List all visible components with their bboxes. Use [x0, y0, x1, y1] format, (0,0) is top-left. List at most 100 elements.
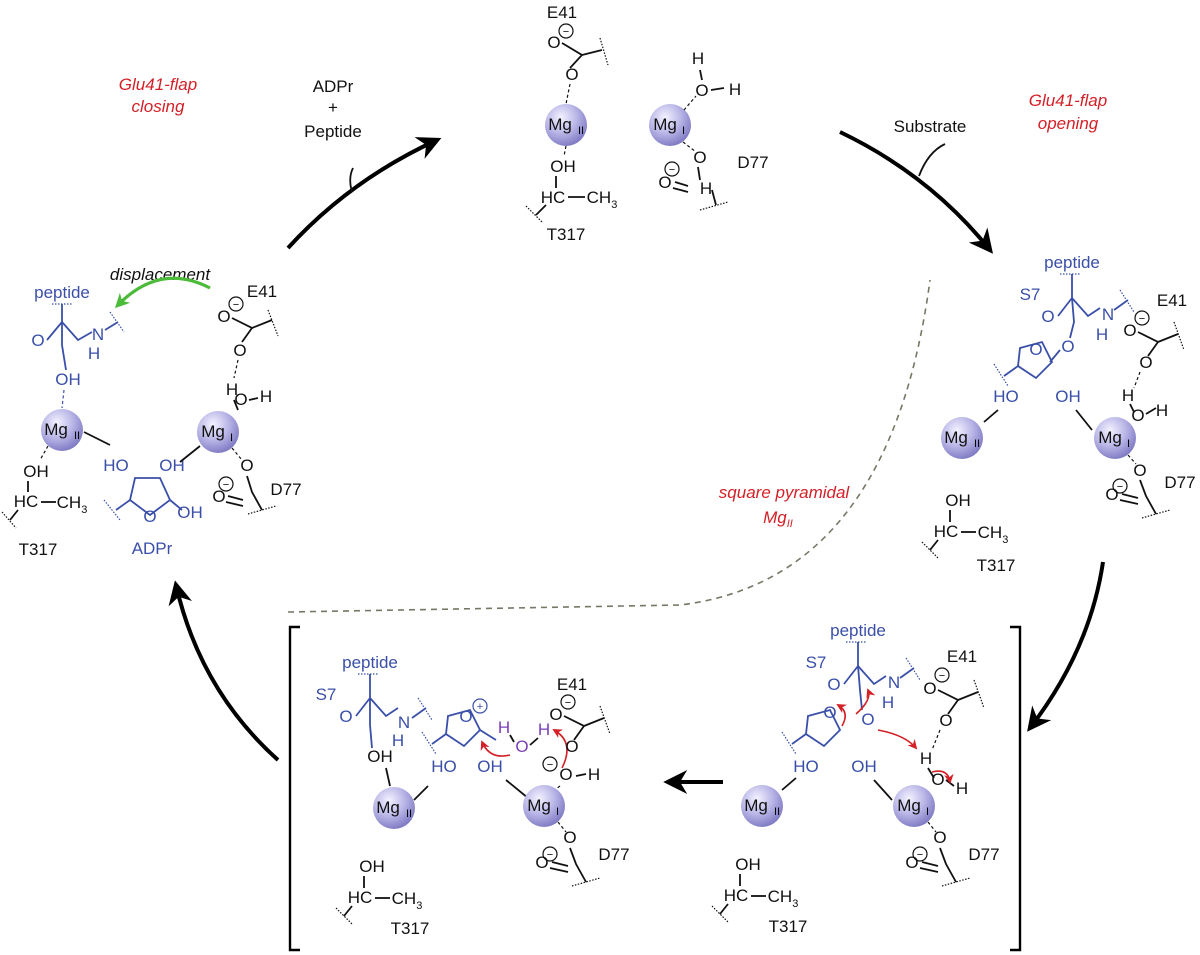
substrate-binding-hook [918, 143, 946, 177]
svg-text:O: O [939, 711, 952, 730]
products-label: ADPr [313, 77, 354, 96]
svg-text:H: H [729, 80, 741, 99]
product-release-hook [349, 167, 354, 193]
svg-text:OH: OH [55, 370, 81, 389]
svg-text:−: − [223, 479, 229, 491]
svg-text:H: H [1122, 386, 1134, 405]
svg-text:HC: HC [14, 492, 39, 511]
svg-text:I: I [682, 125, 685, 137]
svg-text:Mg: Mg [376, 798, 400, 817]
svg-text:OH: OH [23, 462, 49, 481]
attack-complex-structure: peptide S7 E41 O N H O O HO OH Mg II − O… [711, 621, 1000, 936]
flap-opening-label-2: opening [1038, 114, 1099, 133]
br-mg1-sphere [893, 785, 935, 827]
left-bracket [288, 625, 300, 952]
svg-text:HO: HO [103, 456, 129, 475]
svg-text:O: O [823, 703, 836, 722]
right-d77: D77 [1164, 473, 1195, 492]
bl-cation-charge [472, 698, 488, 714]
svg-text:HC: HC [724, 886, 749, 905]
oxocarbenium-intermediate-structure: peptide S7 O N H OH O + HO OH H O H Mg I… [316, 653, 630, 938]
svg-text:I: I [926, 806, 929, 818]
svg-text:HO: HO [793, 757, 819, 776]
svg-text:O: O [535, 853, 548, 872]
svg-text:O: O [1131, 406, 1144, 425]
svg-text:H: H [692, 49, 704, 68]
top-mg2-sphere [545, 104, 587, 146]
svg-text:I: I [230, 432, 233, 444]
svg-text:O: O [339, 707, 352, 726]
svg-text:H: H [956, 779, 968, 798]
top-t317: T317 [547, 225, 586, 244]
svg-text:O: O [1041, 307, 1054, 326]
square-pyramidal-label: square pyramidal [719, 483, 851, 502]
svg-text:O: O [1029, 340, 1042, 359]
svg-text:HC: HC [934, 522, 959, 541]
left-d77: D77 [270, 480, 301, 499]
svg-text:CH3: CH3 [768, 887, 799, 910]
svg-text:I: I [1127, 438, 1130, 450]
svg-text:OH: OH [477, 757, 503, 776]
arrow-left-up [168, 580, 280, 762]
svg-text:O: O [234, 390, 247, 409]
svg-text:O: O [695, 81, 708, 100]
svg-text:OH: OH [550, 157, 576, 176]
svg-text:O: O [658, 173, 671, 192]
bl-mg2-sphere [373, 787, 415, 829]
right-mg1-sphere [1094, 417, 1136, 459]
svg-text:N: N [888, 673, 900, 692]
bl-s7: S7 [316, 685, 337, 704]
svg-text:N: N [92, 325, 104, 344]
svg-text:OH: OH [1055, 387, 1081, 406]
top-mg1-sphere [649, 104, 691, 146]
arrow-to-top [286, 137, 442, 250]
svg-text:II: II [406, 808, 412, 820]
svg-text:O: O [923, 679, 936, 698]
svg-text:O: O [549, 705, 562, 724]
resting-state-structure: E41 − O O Mg II OH HC CH3 T317 Mg I O H … [525, 3, 769, 244]
svg-text:−: − [1139, 313, 1145, 325]
svg-text:Mg: Mg [653, 115, 677, 134]
top-e41: E41 [547, 3, 577, 22]
arrow-top-right [839, 130, 993, 254]
right-e41: E41 [1157, 291, 1187, 310]
product-complex-structure: peptide O N H OH Mg II OH HC CH3 T317 HO… [1, 282, 302, 559]
svg-text:II: II [974, 438, 980, 450]
svg-text:N: N [1102, 305, 1114, 324]
svg-text:H: H [700, 179, 712, 198]
bl-mg1-sphere [523, 785, 565, 827]
right-mg2-sphere [941, 417, 983, 459]
svg-text:O: O [1061, 337, 1074, 356]
svg-text:−: − [563, 26, 569, 38]
products-label-2: Peptide [304, 122, 362, 141]
svg-text:OH: OH [851, 757, 877, 776]
svg-text:H: H [1156, 401, 1168, 420]
svg-text:−: − [669, 164, 675, 176]
svg-text:O: O [565, 737, 578, 756]
right-bracket [1010, 625, 1022, 952]
step-annotations: Glu41-flap closing ADPr + Peptide Glu41-… [110, 75, 1107, 530]
svg-text:HC: HC [541, 188, 566, 207]
svg-text:CH3: CH3 [57, 493, 88, 516]
br-s7: S7 [806, 653, 827, 672]
svg-text:Mg: Mg [897, 796, 921, 815]
right-s7: S7 [1020, 285, 1041, 304]
br-peptide-label: peptide [830, 621, 886, 640]
svg-text:−: − [917, 849, 923, 861]
svg-text:−: − [565, 697, 571, 709]
svg-text:O: O [217, 307, 230, 326]
svg-text:CH3: CH3 [392, 889, 423, 912]
br-t317: T317 [769, 917, 808, 936]
substrate-complex-structure: peptide S7 O N H O O HO OH Mg II E41 − O… [921, 253, 1196, 575]
svg-text:I: I [556, 806, 559, 818]
svg-text:O: O [1123, 321, 1136, 340]
svg-text:O: O [1139, 353, 1152, 372]
left-t317: T317 [19, 540, 58, 559]
svg-text:H: H [588, 765, 600, 784]
bl-peptide-label: peptide [342, 653, 398, 672]
flap-closing-label-2: closing [132, 97, 185, 116]
bl-t317: T317 [391, 919, 430, 938]
svg-text:O: O [240, 456, 253, 475]
left-mg2-sphere [41, 409, 83, 451]
